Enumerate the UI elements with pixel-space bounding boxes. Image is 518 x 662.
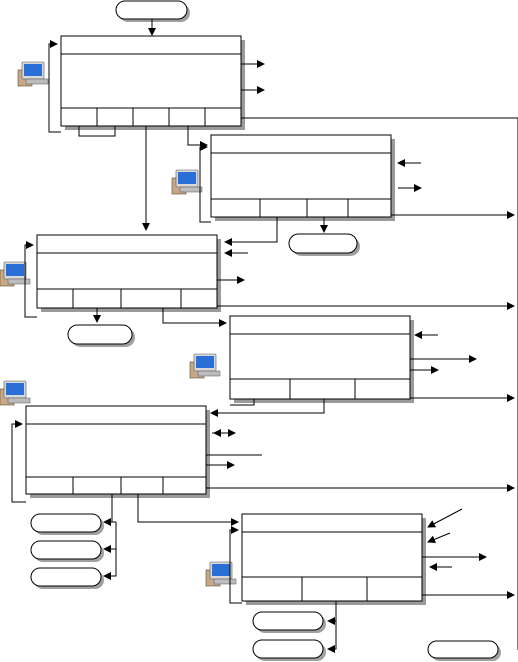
loop-connector	[48, 40, 61, 133]
connector	[103, 522, 117, 580]
terminal	[252, 611, 326, 633]
terminal	[252, 639, 326, 661]
computer-icon	[171, 169, 203, 195]
computer-icon	[0, 380, 31, 406]
form-box-3	[36, 234, 221, 312]
form-box-2	[210, 134, 395, 221]
loop-connector	[229, 526, 242, 604]
connector	[162, 308, 227, 327]
start-terminal	[115, 0, 190, 22]
connector	[210, 399, 325, 417]
connector	[78, 126, 116, 137]
input-arrow	[427, 532, 451, 544]
form-box-4	[229, 315, 414, 403]
form-box-5	[25, 405, 210, 498]
connector	[137, 494, 239, 526]
computer-icon	[189, 353, 221, 379]
connector	[224, 217, 278, 246]
form-box-1	[60, 35, 245, 130]
terminal	[30, 540, 104, 562]
connector	[230, 399, 255, 406]
input-arrow	[427, 508, 463, 528]
loop-connector	[199, 143, 211, 223]
terminal	[30, 567, 104, 589]
end-terminal	[427, 640, 501, 661]
form-box-6	[241, 513, 426, 605]
connector	[327, 601, 337, 653]
terminal	[30, 513, 104, 535]
loop-connector	[11, 420, 26, 503]
computer-icon	[17, 61, 49, 87]
terminal	[288, 233, 360, 256]
loop-connector	[24, 241, 37, 318]
computer-icon	[205, 561, 237, 587]
connector	[106, 494, 113, 523]
terminal	[67, 324, 135, 347]
